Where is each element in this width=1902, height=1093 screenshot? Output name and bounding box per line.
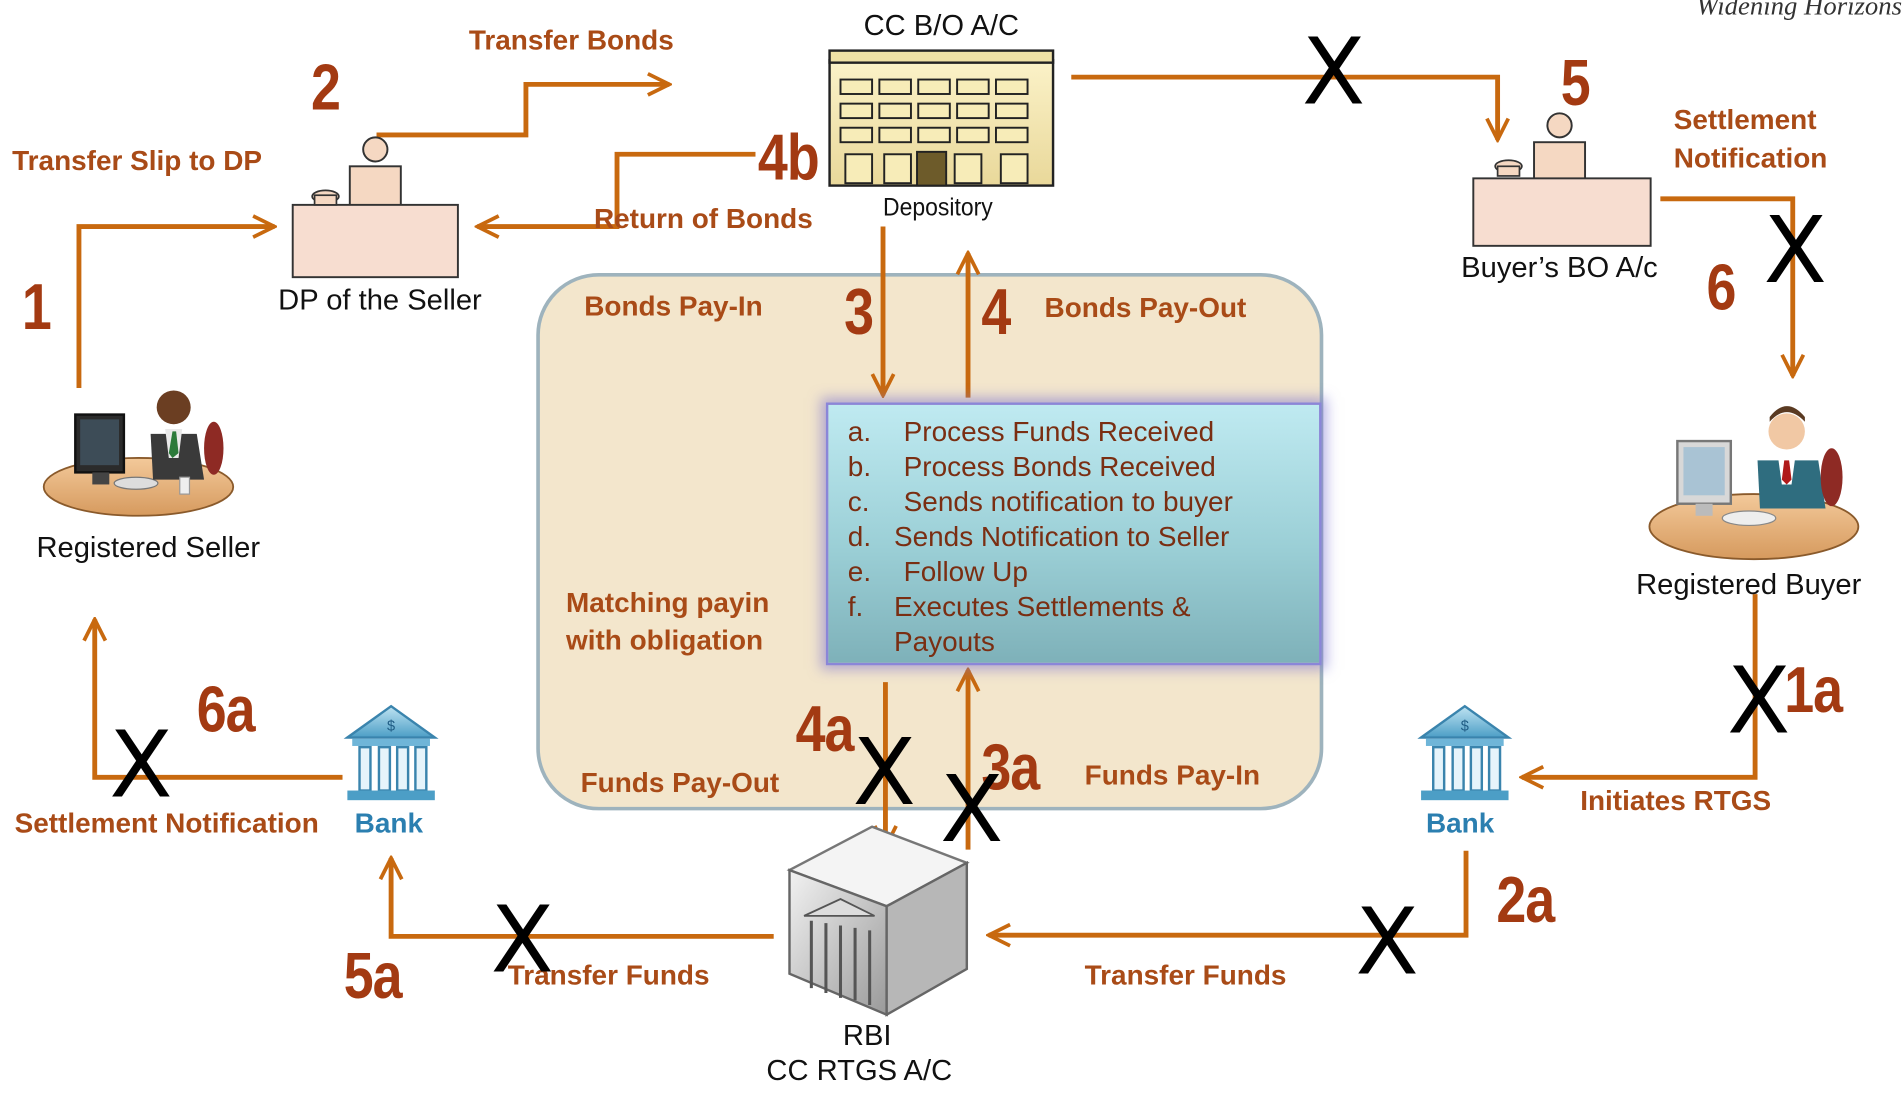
process-steps-list: a. Process Funds Received b. Process Bonds… [848,415,1307,660]
transfer-slip-label: Transfer Slip to DP [12,144,263,176]
process-step: b. Process Bonds Received [848,450,1307,485]
process-step-marker: b. [847,450,872,483]
step-5: 5 [1560,46,1591,120]
process-step: c. Sends notification to buyer [848,484,1307,519]
buyer-bo-desk-icon [1472,112,1652,247]
process-step: a. Process Funds Received [848,415,1307,450]
depository-building-icon [828,49,1055,187]
depository-label: Depository [883,194,993,222]
step-4: 4 [981,275,1011,349]
step-2: 2 [310,51,341,125]
process-step: f. Executes Settlements & [848,589,1307,624]
settlement-notification-bottom-label: Settlement Notification [14,807,319,839]
cross-mark: X [490,885,554,994]
initiates-rtgs-label: Initiates RTGS [1580,784,1772,816]
matching-label: Matching payin with obligation [566,586,770,656]
svg-text:$: $ [387,718,395,734]
flow-bank-to-rbi [989,850,1469,935]
process-step-text: Follow Up [903,555,1028,587]
svg-text:$: $ [1461,718,1469,734]
bank-left-label: Bank [354,807,423,839]
flow-buyer-initiates-rtgs [1522,594,1758,777]
transfer-funds-right-label: Transfer Funds [1084,959,1287,991]
rbi-label: RBI [842,1019,892,1053]
funds-payin-label: Funds Pay-In [1084,759,1261,791]
cross-mark: X [1727,647,1791,755]
step-3: 3 [844,275,874,349]
registered-seller-label: Registered Seller [36,531,261,564]
cc-rtgs-account-label: CC RTGS A/C [766,1054,953,1088]
header-tagline: Widening Horizons [1696,0,1902,21]
registered-buyer-label: Registered Buyer [1636,568,1862,602]
cross-mark: X [940,755,1004,863]
flow-bank-to-seller [95,619,343,780]
process-step-marker: e. [847,555,872,587]
process-step-text: Process Funds Received [903,415,1215,448]
transfer-funds-left-label: Transfer Funds [507,959,710,991]
buyer-workstation-icon [1648,406,1860,561]
funds-payout-label: Funds Pay-Out [580,766,780,798]
process-step-marker [848,624,894,659]
process-step-text: Process Bonds Received [903,450,1216,483]
process-step: e. Follow Up [848,554,1307,589]
process-steps-box: a. Process Funds Received b. Process Bonds… [825,402,1322,666]
step-6: 6 [1706,251,1737,325]
settlement-notification-top-label: Settlement Notification [1673,103,1828,174]
seller-workstation-icon [42,390,235,517]
process-step-marker: a. [847,415,872,448]
step-3a: 3a [981,731,1040,804]
buyer-bo-label: Buyer’s BO A/c [1461,251,1658,285]
bank-right-icon: $ [1417,704,1513,801]
rbi-building-icon [786,825,970,1017]
dp-seller-label: DP of the Seller [278,284,482,317]
cross-mark: X [1763,196,1827,304]
bonds-payin-label: Bonds Pay-In [584,290,763,322]
flow-rbi-to-bank [391,858,774,939]
step-4a: 4a [795,692,855,766]
step-6a: 6a [196,673,256,746]
cross-mark: X [852,718,916,826]
process-step: d. Sends Notification to Seller [848,519,1307,554]
process-step-marker: f. [847,590,864,622]
step-1a: 1a [1784,654,1843,727]
process-step-text: Sends notification to buyer [903,485,1233,517]
dp-seller-desk-icon [291,136,459,279]
process-step-marker: c. [847,485,870,517]
cross-mark: X [1355,888,1419,996]
bank-left-icon: $ [343,704,439,801]
step-2a: 2a [1496,864,1555,937]
process-step-marker: d. [847,520,872,552]
flow-buyer-bo-to-buyer [1660,196,1792,376]
bonds-payout-label: Bonds Pay-Out [1044,291,1247,323]
cross-mark: X [109,711,173,819]
step-4b: 4b [757,121,820,195]
return-bonds-label: Return of Bonds [593,202,813,234]
flow-seller-to-dp [76,227,275,389]
cross-mark: X [1302,18,1366,126]
flow-transfer-bonds [376,84,670,138]
step-1: 1 [21,271,52,344]
process-step-text: Executes Settlements & [893,590,1191,622]
cc-bo-account-label: CC B/O A/C [863,9,1020,43]
transfer-bonds-label: Transfer Bonds [468,24,674,56]
process-step: Payouts [848,624,1307,659]
step-5a: 5a [343,939,403,1013]
flow-return-of-bonds [477,151,756,226]
flow-cc-to-buyer-bo [1071,74,1497,140]
process-step-text: Sends Notification to Seller [893,520,1230,552]
bank-right-label: Bank [1425,807,1495,839]
process-step-text: Payouts [893,625,995,657]
